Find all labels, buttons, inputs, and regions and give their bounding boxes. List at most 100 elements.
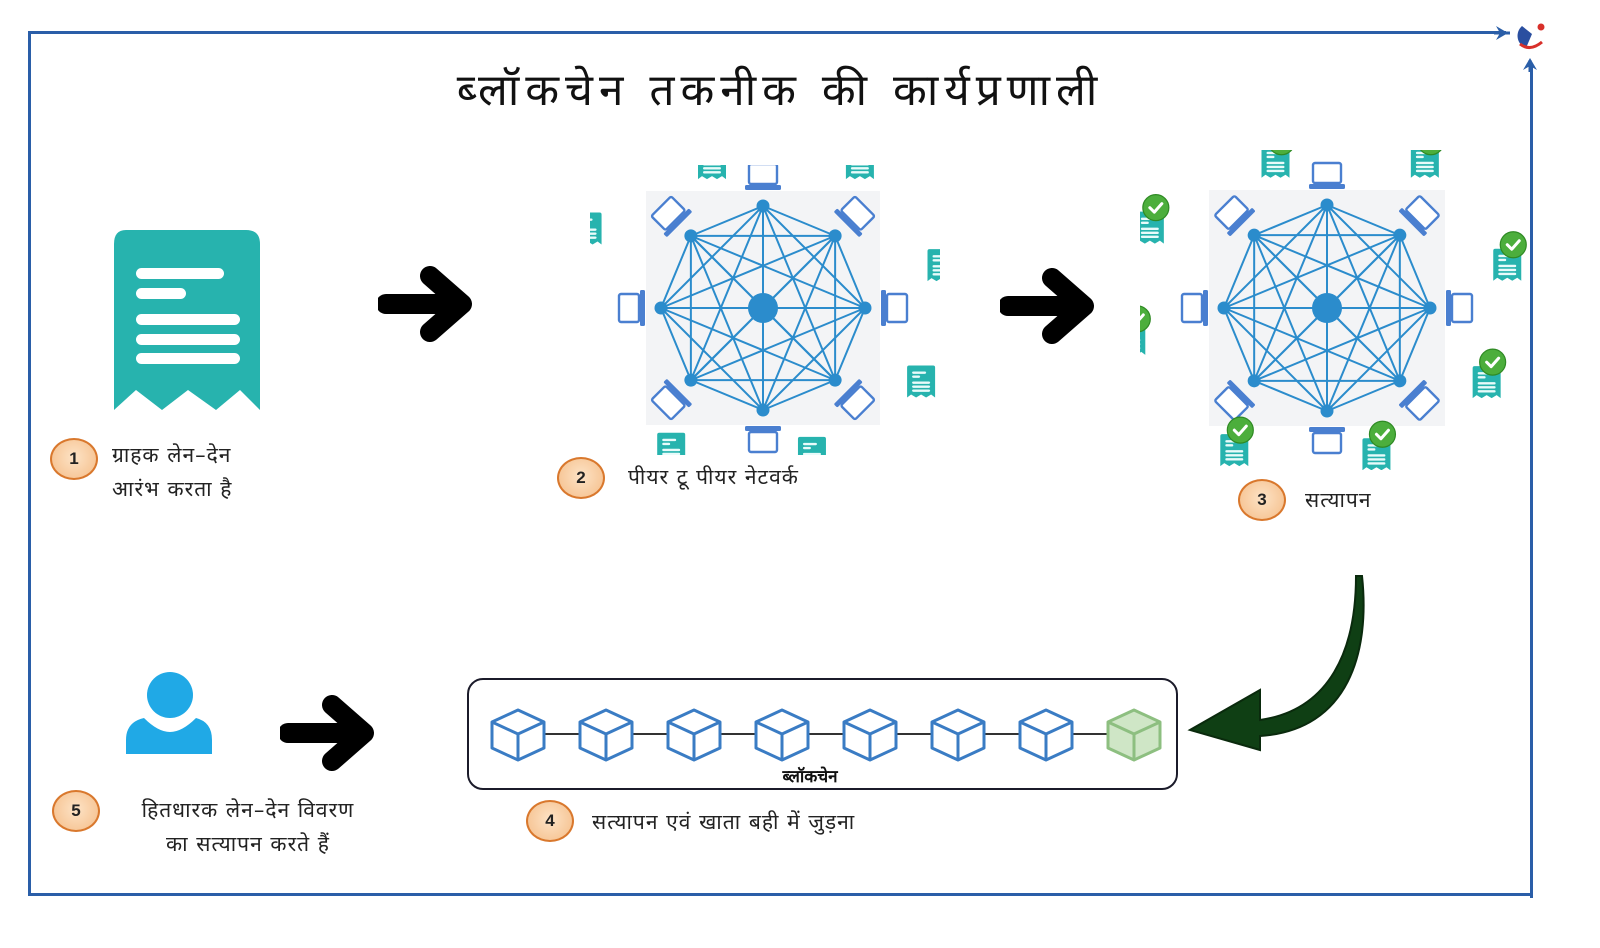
document-icon [1472,348,1507,399]
network-link [834,235,866,309]
document-icon [927,249,940,282]
document-icon [1140,305,1151,355]
network-link [762,205,836,237]
frame-right-border [1530,64,1533,898]
laptop-icon [1446,290,1474,326]
network-link [1326,204,1401,237]
network-node [828,229,842,243]
page-title: ब्लॉकचेन तकनीक की कार्यप्रणाली [456,65,1104,116]
network-hub [1312,293,1342,323]
network-link [1326,307,1401,382]
blockchain-label: ब्लॉकचेन [782,767,838,787]
step-3-badge: 3 [1238,479,1286,521]
document-icon [1261,150,1293,178]
step-5-label: हितधारक लेन–देन विवरण का सत्यापन करते है… [118,793,378,861]
network-link [690,235,764,309]
document-icon [845,165,874,180]
block-icon [930,708,986,762]
block-icon [1018,708,1074,762]
step-5-badge: 5 [52,790,100,832]
laptop-icon [834,379,876,421]
check-icon [1420,150,1442,156]
document-icon [698,165,726,180]
laptop-icon [1180,290,1208,326]
peer-network-icon [590,165,940,455]
blockchain-icon [490,708,1162,762]
receipt-icon [114,230,260,410]
laptop-icon [1309,161,1345,189]
block-icon [490,708,546,762]
network-node [654,301,668,315]
check-icon [1142,194,1170,222]
document-icon [1410,150,1442,178]
step-1-label: ग्राहक लेन–देन आरंभ करता है [112,438,232,506]
network-link [1398,234,1431,309]
step-4-badge: 4 [526,800,574,842]
network-link [690,379,764,411]
step-1-badge: 1 [50,438,98,480]
block-icon [666,708,722,762]
check-icon [1226,416,1254,444]
laptop-icon [650,379,692,421]
document-icon [907,365,936,398]
network-node [1393,228,1407,242]
arrow-right-icon [1000,268,1094,344]
step-4-label: सत्यापन एवं खाता बही में जुड़ना [592,810,856,834]
document-icon [590,212,602,245]
check-icon [1140,305,1151,333]
network-node [1217,301,1231,315]
laptop-icon [617,290,645,326]
laptop-icon [881,290,909,326]
network-link [762,307,836,381]
diagram-frame [28,32,1532,896]
check-icon [1270,150,1293,156]
new-block-icon [1106,708,1162,762]
block-icon [578,708,634,762]
network-node [1393,374,1407,388]
frame-top-border [28,31,1506,34]
document-icon [797,436,826,455]
network-node [756,403,770,417]
document-icon [1220,416,1254,467]
network-link [690,307,764,381]
network-link [690,205,764,237]
laptop-icon [1309,427,1345,455]
network-link [762,379,836,411]
document-icon [657,432,686,455]
step-3-label: सत्यापन [1305,488,1372,512]
blockchain-container [467,678,1178,790]
network-node [1247,228,1261,242]
network-node [858,301,872,315]
laptop-icon [650,195,692,237]
document-icon [1362,420,1397,470]
document-icon [1493,231,1527,281]
block-icon [754,708,810,762]
network-node [1423,301,1437,315]
network-link [1253,234,1328,309]
network-link [762,235,836,309]
check-icon [1479,348,1507,376]
network-node [684,373,698,387]
network-link [689,235,764,411]
check-icon [1368,420,1397,448]
network-link [1326,379,1401,412]
network-node [1320,404,1334,418]
network-hub [748,293,778,323]
step-1-label-line2: आरंभ करता है [112,477,233,501]
laptop-icon [1214,380,1255,421]
network-link [1326,234,1401,309]
network-node [1320,198,1334,212]
network-link [1223,307,1256,382]
step-5-label-line2: का सत्यापन करते हैं [166,832,330,856]
network-node [684,229,698,243]
laptop-icon [1399,195,1440,236]
step-2-label: पीयर टू पीयर नेटवर्क [628,465,799,489]
network-link [690,234,866,309]
network-link [1253,234,1328,412]
block-icon [842,708,898,762]
laptop-icon [1399,380,1440,421]
logo-icon [1494,23,1545,72]
laptop-icon [745,426,781,454]
network-link [1253,379,1328,412]
laptop-icon [745,165,781,190]
